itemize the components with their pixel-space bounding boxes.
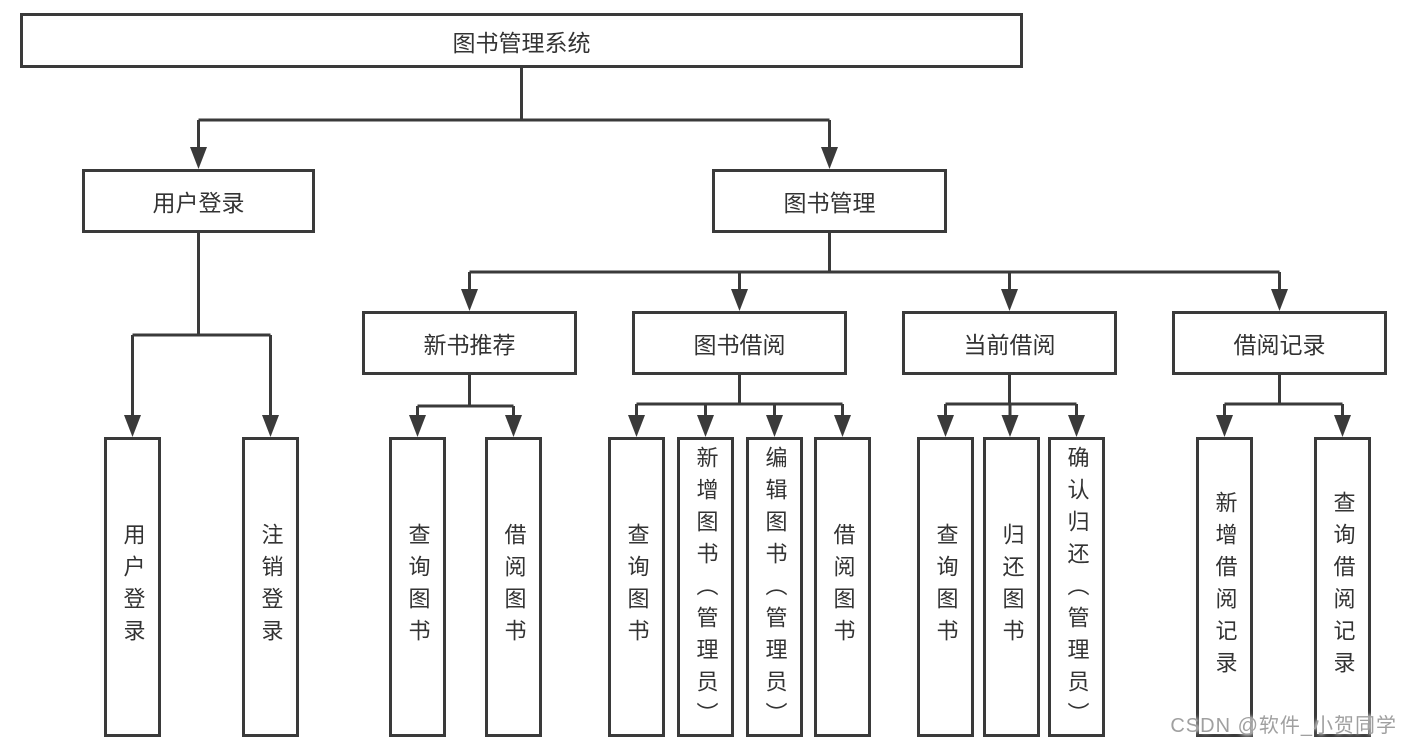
leaf-borrow-query-books: 查询图书 <box>608 437 665 737</box>
node-user-login: 用户登录 <box>82 169 315 233</box>
arrow-down-icon <box>697 415 714 437</box>
node-new-book-recommend: 新书推荐 <box>362 311 577 375</box>
arrow-down-icon <box>834 415 851 437</box>
node-current-borrow: 当前借阅 <box>902 311 1117 375</box>
arrow-down-icon <box>1271 289 1288 311</box>
node-borrow-records: 借阅记录 <box>1172 311 1387 375</box>
arrow-down-icon <box>190 147 207 169</box>
leaf-edit-book-admin: 编辑图书（管理员） <box>746 437 803 737</box>
arrow-down-icon <box>766 415 783 437</box>
arrow-down-icon <box>1068 415 1085 437</box>
csdn-watermark: CSDN @软件_小贺同学 <box>1170 715 1397 737</box>
arrow-down-icon <box>937 415 954 437</box>
arrow-down-icon <box>1001 289 1018 311</box>
arrow-down-icon <box>1334 415 1351 437</box>
leaf-add-book-admin: 新增图书（管理员） <box>677 437 734 737</box>
arrow-down-icon <box>262 415 279 437</box>
arrow-down-icon <box>1001 415 1019 437</box>
arrow-down-icon <box>461 289 478 311</box>
leaf-query-borrow-record: 查询借阅记录 <box>1314 437 1371 737</box>
leaf-logout: 注销登录 <box>242 437 299 737</box>
arrow-down-icon <box>124 415 141 437</box>
leaf-user-login: 用户登录 <box>104 437 161 737</box>
arrow-down-icon <box>505 415 522 437</box>
arrow-down-icon <box>821 147 838 169</box>
node-book-borrow: 图书借阅 <box>632 311 847 375</box>
leaf-add-borrow-record: 新增借阅记录 <box>1196 437 1253 737</box>
leaf-confirm-return-admin: 确认归还（管理员） <box>1048 437 1105 737</box>
leaf-current-query-books: 查询图书 <box>917 437 974 737</box>
arrow-down-icon <box>628 415 645 437</box>
node-book-management: 图书管理 <box>712 169 947 233</box>
arrow-down-icon <box>731 289 748 311</box>
leaf-newbooks-borrow-books: 借阅图书 <box>485 437 542 737</box>
node-library-system: 图书管理系统 <box>20 13 1023 68</box>
leaf-return-books: 归还图书 <box>983 437 1040 737</box>
arrow-down-icon <box>1216 415 1233 437</box>
arrow-down-icon <box>409 415 426 437</box>
leaf-borrow-borrow-books: 借阅图书 <box>814 437 871 737</box>
leaf-newbooks-query-books: 查询图书 <box>389 437 446 737</box>
